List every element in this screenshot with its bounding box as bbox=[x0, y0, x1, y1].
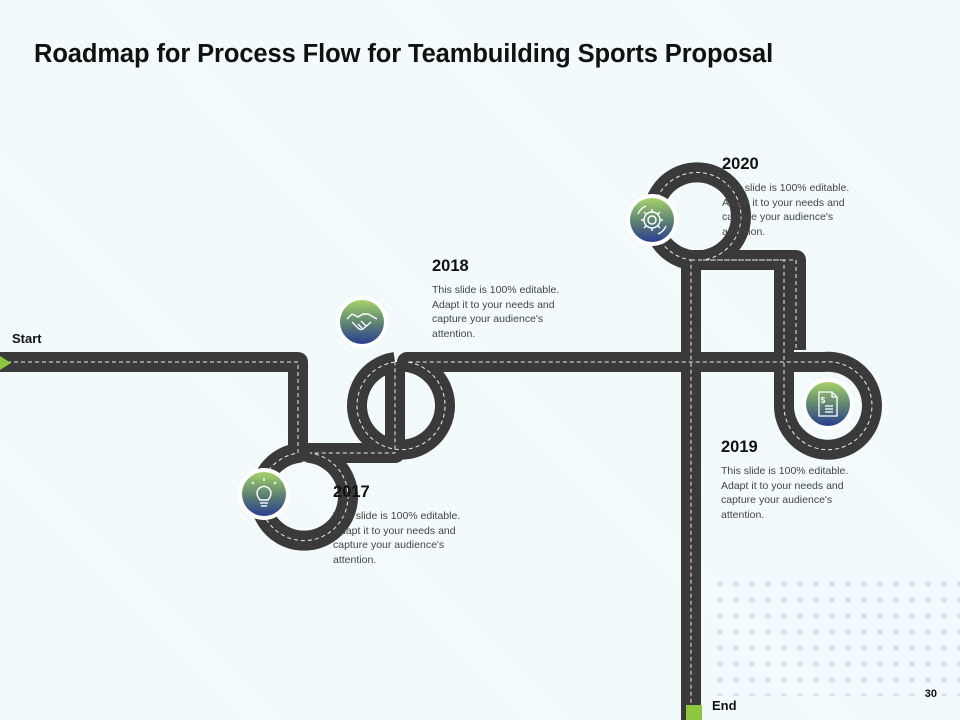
milestone-year: 2020 bbox=[722, 155, 759, 173]
milestone-year: 2017 bbox=[333, 483, 370, 501]
slide-title: Roadmap for Process Flow for Teambuildin… bbox=[34, 40, 774, 68]
handshake-icon bbox=[346, 313, 378, 331]
milestone-description: This slide is 100% editable. Adapt it to… bbox=[432, 284, 560, 340]
milestone-badge-2019: $ bbox=[802, 378, 854, 430]
end-label: End bbox=[712, 698, 737, 713]
gear-icon bbox=[637, 205, 667, 235]
milestone-2017: 2017 This slide is 100% editable. Adapt … bbox=[333, 483, 483, 567]
milestone-year: 2019 bbox=[721, 438, 758, 456]
milestone-badge-2017 bbox=[238, 468, 290, 520]
milestone-2018: 2018 This slide is 100% editable. Adapt … bbox=[432, 257, 582, 341]
milestone-2019: 2019 This slide is 100% editable. Adapt … bbox=[721, 438, 871, 522]
lane-marking-right bbox=[691, 259, 797, 350]
page-number: 30 bbox=[924, 688, 937, 700]
start-label: Start bbox=[12, 331, 42, 346]
end-marker-icon bbox=[686, 705, 702, 720]
milestone-description: This slide is 100% editable. Adapt it to… bbox=[333, 510, 461, 566]
dot-pattern bbox=[712, 576, 960, 696]
lightbulb-icon bbox=[251, 478, 277, 507]
milestone-badge-2020 bbox=[626, 194, 678, 246]
milestone-badge-2018 bbox=[336, 296, 388, 348]
dollar-sign-icon: $ bbox=[821, 396, 826, 405]
milestone-description: This slide is 100% editable. Adapt it to… bbox=[722, 182, 850, 238]
milestone-description: This slide is 100% editable. Adapt it to… bbox=[721, 465, 849, 521]
start-arrow-icon bbox=[0, 356, 11, 370]
lane-marking-2018 bbox=[356, 260, 873, 451]
milestone-2020: 2020 This slide is 100% editable. Adapt … bbox=[722, 155, 872, 239]
milestone-year: 2018 bbox=[432, 257, 469, 275]
document-dollar-icon bbox=[818, 391, 838, 417]
